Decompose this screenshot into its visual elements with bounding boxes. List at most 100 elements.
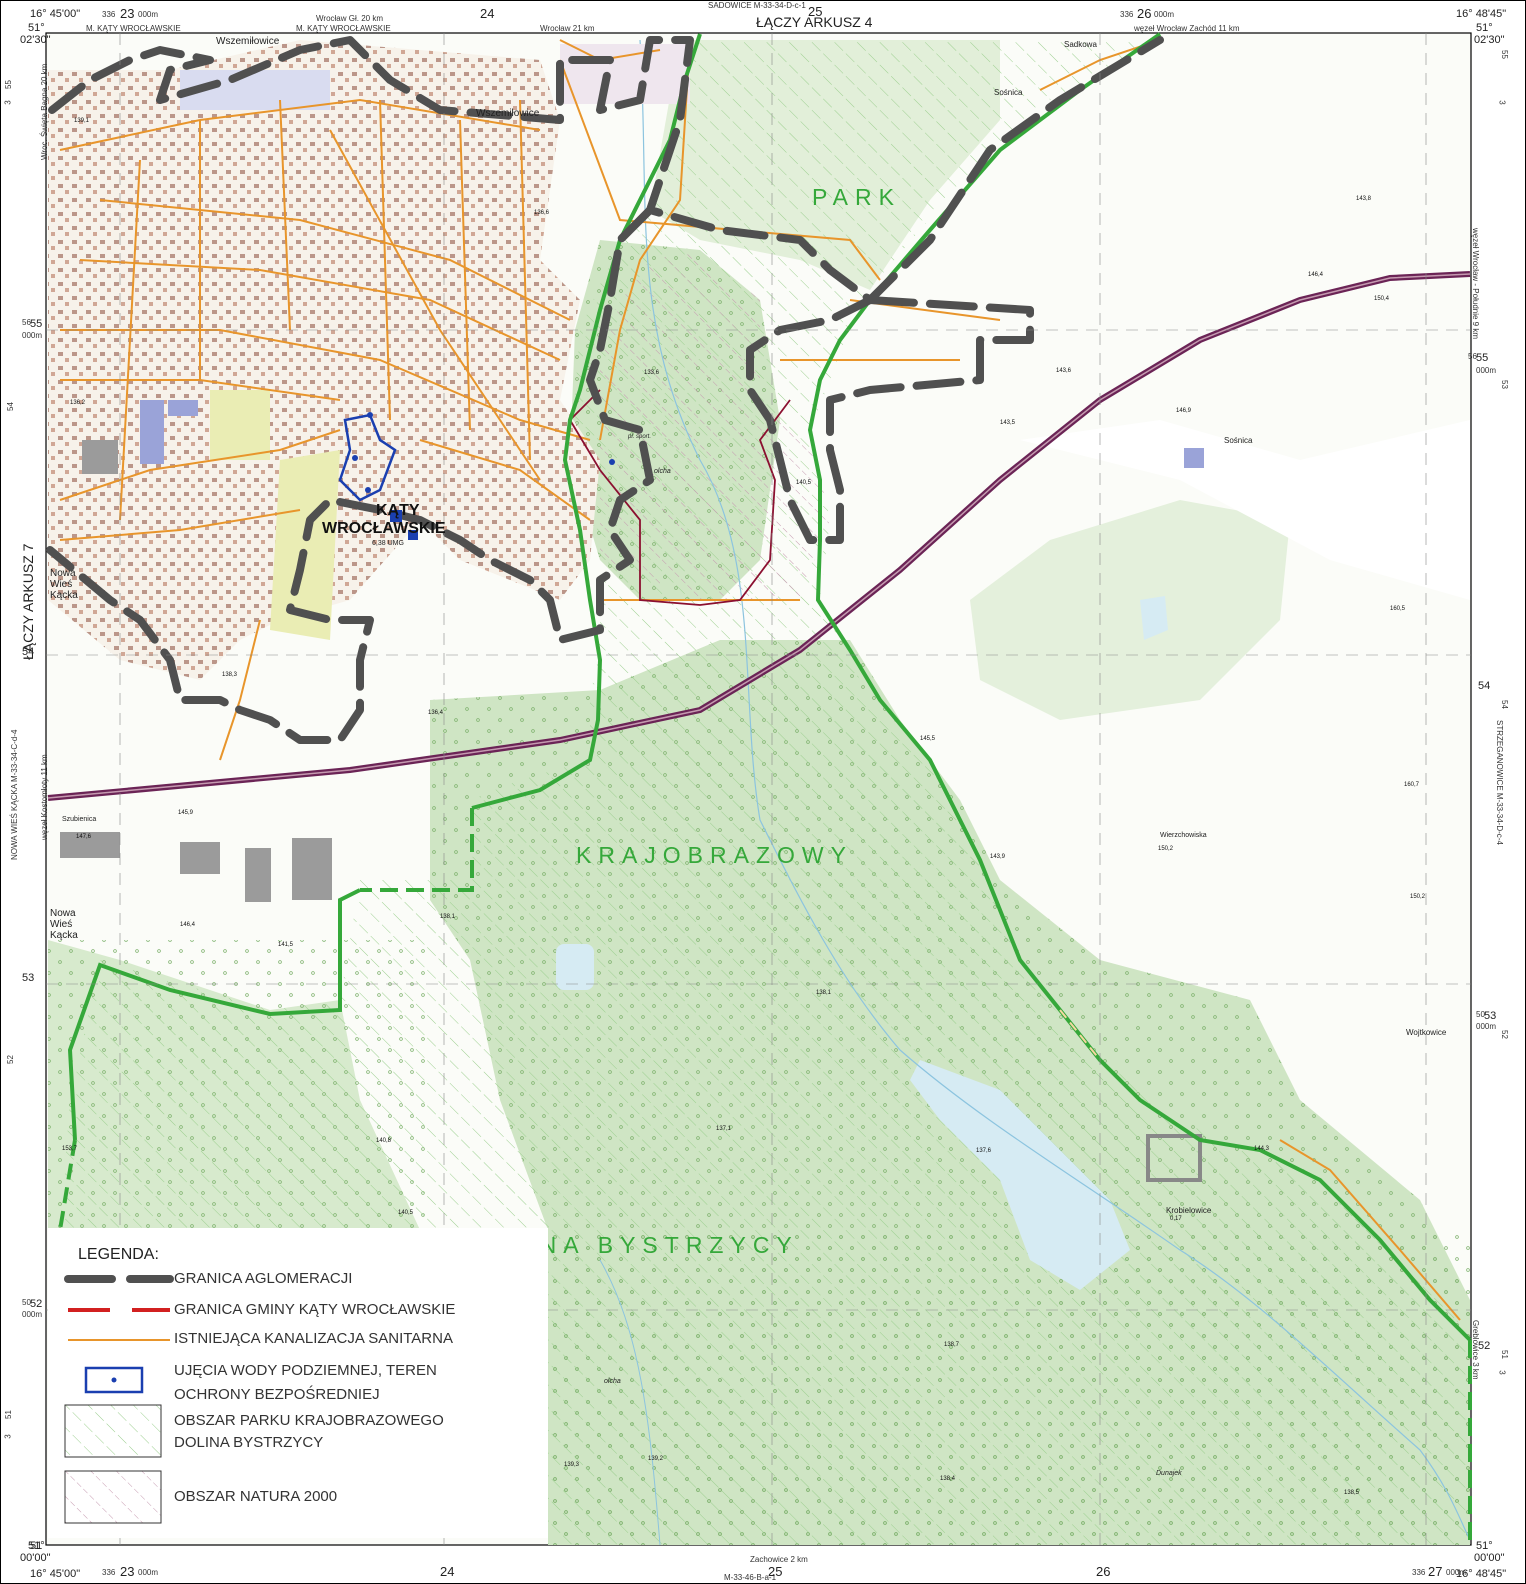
- legend-label: GRANICA GMINY KĄTY WROCŁAWSKIE: [174, 1301, 456, 1318]
- margin-note: Zachowice 2 km: [750, 1555, 808, 1564]
- corner-bl-lat-deg: 51°: [28, 1540, 45, 1552]
- legend-label: OBSZAR PARKU KRAJOBRAZOWEGO: [174, 1412, 444, 1429]
- grid-bottom-label: 336: [1412, 1568, 1426, 1577]
- legend-label: UJĘCIA WODY PODZIEMNEJ, TEREN: [174, 1362, 437, 1379]
- motorway-a4: [47, 271, 1471, 801]
- grid-bottom-label: 26: [1096, 1564, 1111, 1579]
- grid-top-label: 26: [1137, 6, 1152, 21]
- place-label: Wszemiłowice: [216, 36, 280, 47]
- grid-left-label: 50: [22, 1298, 31, 1307]
- water-intake-icon: [84, 1366, 144, 1394]
- town-population: 6,38 UMG: [372, 540, 404, 547]
- gmina-line-icon: [68, 1308, 170, 1312]
- town-name: KĄTY: [376, 502, 420, 519]
- legend-label: OCHRONY BEZPOŚREDNIEJ: [174, 1386, 380, 1403]
- sheet-link-right: STRZEGANOWICE M-33-34-D-c-4: [1495, 720, 1504, 845]
- elevation-label: 150,2: [1158, 846, 1174, 852]
- elevation-label: 136,4: [428, 710, 444, 716]
- grid-left-label: 56: [22, 318, 31, 327]
- elevation-label: 146,4: [180, 922, 196, 928]
- elevation-label: 140,5: [796, 480, 812, 486]
- grid-right-label: 54: [1478, 680, 1491, 692]
- place-label: olcha: [654, 468, 671, 475]
- legend-title: LEGENDA:: [78, 1246, 159, 1263]
- legend-item-natura: OBSZAR NATURA 2000: [48, 1470, 548, 1526]
- legend-item-park: OBSZAR PARKU KRAJOBRAZOWEGO DOLINA BYSTR…: [48, 1404, 548, 1460]
- elevation-label: 137,1: [716, 1126, 732, 1132]
- grid-left-label: 000m: [22, 331, 43, 340]
- grid-bottom-label: 336: [102, 1568, 116, 1577]
- elevation-label: 144,3: [1254, 1146, 1270, 1152]
- legend-panel: LEGENDA: GRANICA AGLOMERACJI GRANICA GMI…: [48, 1228, 548, 1538]
- margin-note: Wrocław 21 km: [540, 24, 595, 33]
- grid-top-label: 336: [102, 10, 116, 19]
- grid-right-label: 000m: [1476, 1022, 1497, 1031]
- elevation-label: 160,7: [1404, 782, 1420, 788]
- grid-top-label: 23: [120, 6, 135, 21]
- elevation-label: 146,4: [1308, 272, 1324, 278]
- elevation-label: 143,9: [990, 854, 1006, 860]
- grid-right-label: 53: [1499, 380, 1509, 389]
- grid-left-label: 52: [5, 1055, 15, 1064]
- margin-note: M. KĄTY WROCŁAWSKIE: [86, 24, 181, 33]
- elevation-label: 138,7: [944, 1342, 960, 1348]
- elevation-label: 139,3: [564, 1462, 580, 1468]
- place-label: Szubienica: [62, 816, 97, 823]
- place-label: Wojtkowice: [1406, 1028, 1447, 1037]
- elevation-label: 147,6: [76, 834, 92, 840]
- park-label: PARK: [812, 184, 901, 210]
- corner-bl-lat-min: 00'00": [20, 1552, 51, 1564]
- elevation-label: 139,1: [74, 118, 90, 124]
- grid-bottom-label: 23: [120, 1564, 135, 1579]
- elevation-label: 160,5: [1390, 606, 1406, 612]
- margin-note: M. KĄTY WROCŁAWSKIE: [296, 24, 391, 33]
- grid-top-label: 25: [808, 4, 823, 19]
- elevation-label: 137,6: [976, 1148, 992, 1154]
- elevation-label: 139,2: [648, 1456, 664, 1462]
- sheet-link-top: ŁĄCZY ARKUSZ 4: [756, 14, 873, 30]
- place-label: Dunajek: [1156, 1470, 1182, 1477]
- bottom-adjacent-sheet: M-33-46-B-a-1: [724, 1573, 777, 1582]
- legend-label: ISTNIEJĄCA KANALIZACJA SANITARNA: [174, 1330, 453, 1347]
- elevation-label: 143,8: [1356, 196, 1372, 202]
- legend-label: OBSZAR NATURA 2000: [174, 1488, 338, 1505]
- elevation-label: 138,1: [440, 914, 456, 920]
- elevation-label: 138,3: [222, 672, 238, 678]
- corner-tl-lon: 16° 45'00": [30, 8, 81, 20]
- place-label: Nowa Wieś Kącka: [50, 568, 78, 601]
- grid-right-label: 3: [1497, 1370, 1507, 1375]
- legend-label: DOLINA BYSTRZYCY: [174, 1434, 324, 1451]
- corner-bl-lon: 16° 45'00": [30, 1568, 81, 1580]
- grid-right-label: 56: [1468, 352, 1477, 361]
- town-name: WROCŁAWSKIE: [322, 520, 446, 537]
- grid-bottom-label: 27: [1428, 1564, 1443, 1579]
- margin-note: węzeł Kostomłoty 11 km: [40, 754, 49, 840]
- natura-area-icon: [64, 1470, 162, 1524]
- place-label: Sadkowa: [1064, 40, 1097, 49]
- place-label: Wszemiłowice: [476, 108, 540, 119]
- legend-item-sewer: ISTNIEJĄCA KANALIZACJA SANITARNA: [48, 1330, 548, 1366]
- gmina-boundary: [568, 389, 791, 606]
- elevation-label: 138,1: [816, 990, 832, 996]
- grid-left-label: 000m: [22, 1310, 43, 1319]
- grid-right-label: 55: [1499, 50, 1509, 59]
- grid-right-label: 50: [1476, 1010, 1485, 1019]
- grid-right-label: 54: [1499, 700, 1509, 709]
- elevation-label: 146,9: [1176, 408, 1192, 414]
- grid-bottom-label: 24: [440, 1564, 455, 1579]
- grid-right-label: 51: [1499, 1350, 1509, 1359]
- grid-right-label: 52: [1478, 1340, 1491, 1352]
- elevation-label: 136,6: [534, 210, 550, 216]
- elevation-label: 150,4: [1374, 296, 1390, 302]
- corner-tl-lat-min: 02'30": [20, 34, 51, 46]
- grid-left-label: 3: [3, 100, 13, 105]
- grid-right-label: 53: [1484, 1010, 1497, 1022]
- margin-note: węzeł Wrocław Zachód 11 km: [1134, 24, 1240, 33]
- legend-item-gmina: GRANICA GMINY KĄTY WROCŁAWSKIE: [48, 1301, 548, 1334]
- grid-top-label: 336: [1120, 10, 1134, 19]
- grid-left-label: 54: [22, 646, 35, 658]
- grid-left-label: 52: [30, 1298, 43, 1310]
- place-label: Wierzchowiska: [1160, 832, 1207, 839]
- corner-br-lon: 16° 48'45": [1456, 1568, 1507, 1580]
- place-label: Sośnica: [994, 88, 1023, 97]
